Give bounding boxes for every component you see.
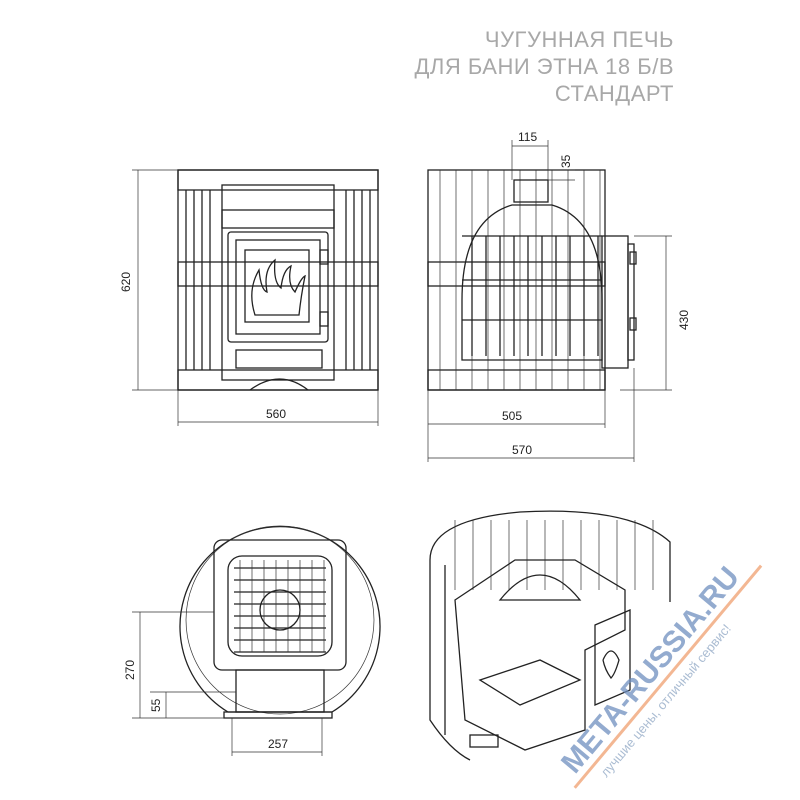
top-dimensions: 270 55 257 [123, 611, 323, 756]
drawing-title: ЧУГУННАЯ ПЕЧЬ ДЛЯ БАНИ ЭТНА 18 Б/В СТАНД… [414, 26, 674, 107]
dim-115: 115 [518, 130, 537, 144]
dim-35: 35 [559, 154, 573, 168]
side-chimney-dimensions: 115 35 [511, 130, 575, 181]
dim-560: 560 [266, 407, 286, 421]
watermark-logo: META-RUSSIA.RU лучшие цены, отличный сер… [555, 561, 763, 789]
title-line-2: ДЛЯ БАНИ ЭТНА 18 Б/В [414, 54, 674, 79]
top-view [179, 525, 381, 719]
dim-257: 257 [268, 737, 288, 751]
dim-570: 570 [512, 443, 532, 457]
side-height-dimension: 430 [620, 235, 691, 391]
dim-55: 55 [149, 698, 163, 712]
watermark-brand: META-RUSSIA.RU [555, 561, 746, 780]
dim-620: 620 [119, 272, 133, 292]
dim-270: 270 [123, 660, 137, 680]
front-view [177, 169, 379, 391]
side-width-dimensions: 505 570 [427, 368, 635, 462]
title-line-3: СТАНДАРТ [554, 81, 674, 106]
isometric-view [429, 510, 671, 761]
dim-505: 505 [502, 409, 522, 423]
front-width-dimension: 560 [177, 390, 379, 426]
dim-430: 430 [677, 310, 691, 330]
side-view [427, 169, 637, 391]
front-height-dimension: 620 [119, 169, 178, 391]
title-line-1: ЧУГУННАЯ ПЕЧЬ [484, 27, 674, 52]
flame-icon [251, 258, 306, 316]
